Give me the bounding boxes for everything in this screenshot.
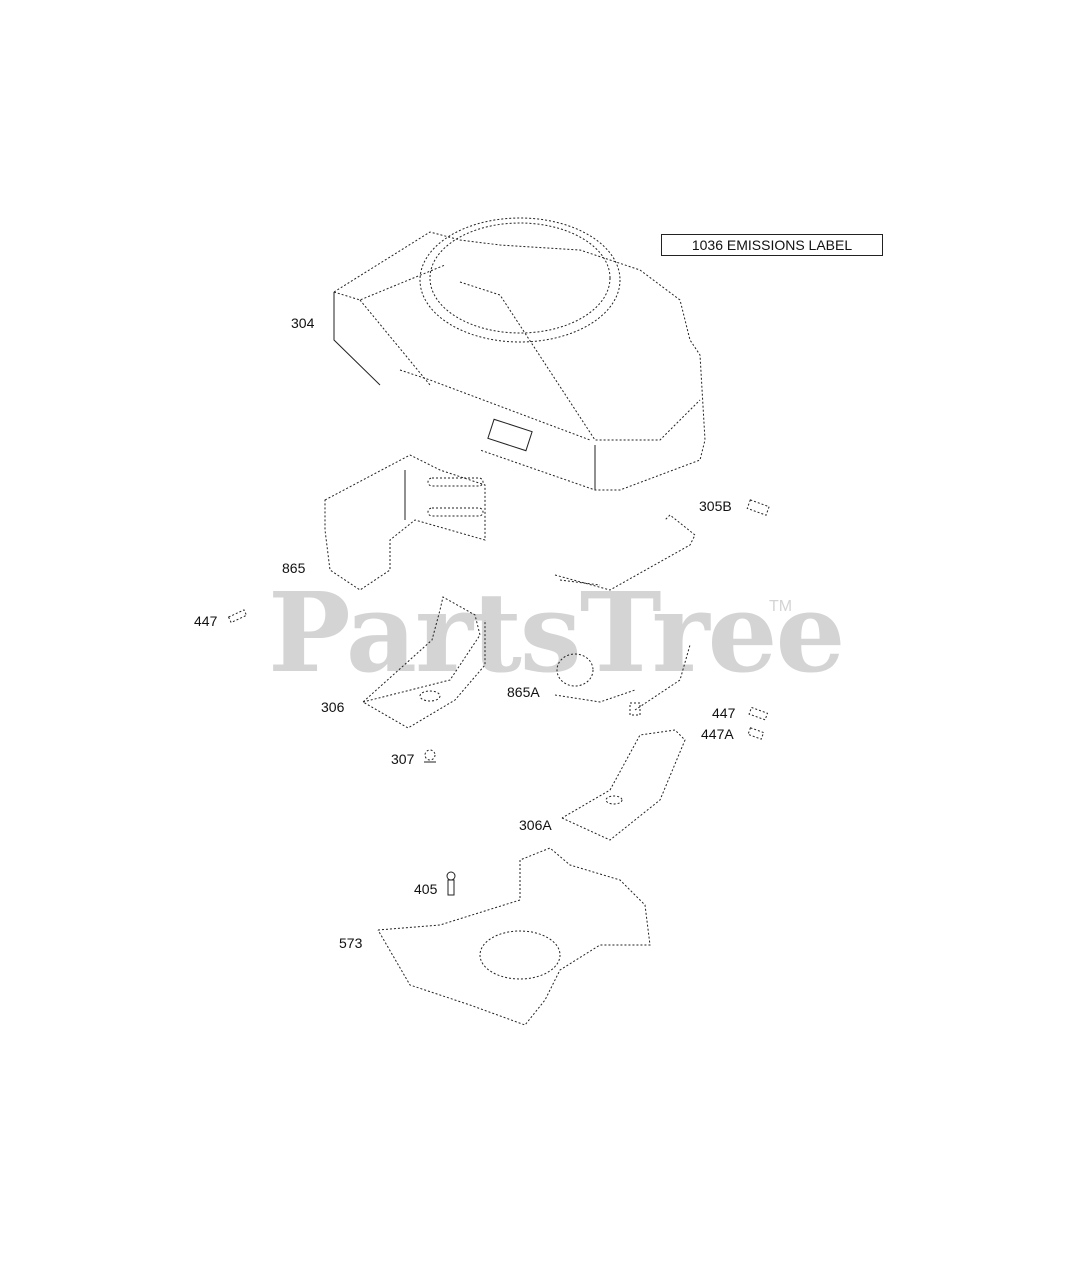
callout-306[interactable]: 306 [321, 699, 345, 715]
emissions-label-box[interactable]: 1036 EMISSIONS LABEL [661, 234, 883, 256]
callout-447-right[interactable]: 447 [712, 705, 736, 721]
part-865a-baffle[interactable] [554, 644, 691, 716]
part-306-baffle[interactable] [362, 596, 486, 729]
fastener-305b[interactable] [746, 499, 770, 516]
fastener-447-left[interactable] [227, 609, 248, 624]
callout-865[interactable]: 865 [282, 560, 306, 576]
part-306a-baffle[interactable] [561, 729, 686, 841]
callout-405[interactable]: 405 [414, 881, 438, 897]
part-baffle-upper-right[interactable] [554, 514, 696, 591]
fastener-447-right[interactable] [748, 706, 769, 721]
emissions-label-text: 1036 EMISSIONS LABEL [691, 237, 853, 253]
callout-447-left[interactable]: 447 [194, 613, 218, 629]
fastener-307[interactable] [424, 749, 436, 763]
callout-305b[interactable]: 305B [699, 498, 732, 514]
watermark-trademark: TM [769, 598, 793, 615]
callout-306a[interactable]: 306A [519, 817, 552, 833]
callout-573[interactable]: 573 [339, 935, 363, 951]
callout-304[interactable]: 304 [291, 315, 315, 331]
fastener-447a[interactable] [747, 727, 765, 740]
callout-307[interactable]: 307 [391, 751, 415, 767]
callout-447a[interactable]: 447A [701, 726, 734, 742]
part-573-base-plate[interactable] [377, 847, 651, 1026]
part-865-bracket[interactable] [324, 454, 486, 591]
part-304-blower-housing[interactable] [333, 217, 706, 491]
fastener-405[interactable] [446, 871, 456, 896]
callout-865a[interactable]: 865A [507, 684, 540, 700]
